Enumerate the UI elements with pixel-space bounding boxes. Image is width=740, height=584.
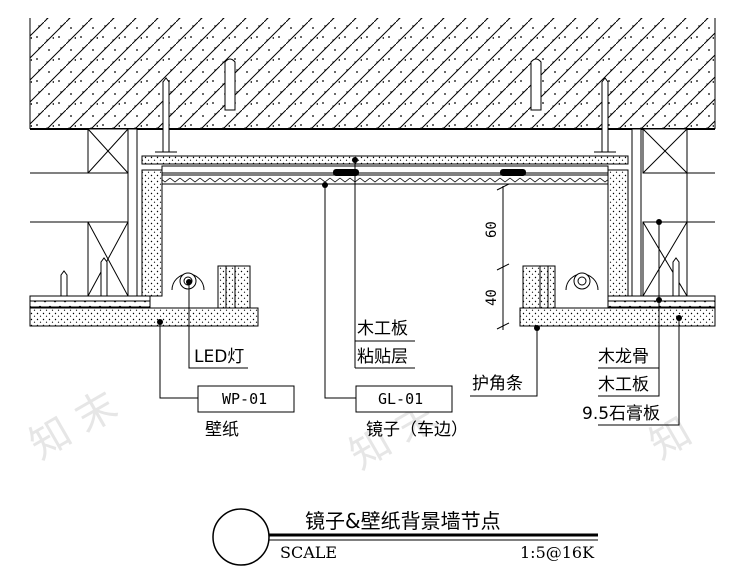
wallpaper-name: 壁纸 (205, 420, 239, 440)
watermark: 知 末 (22, 382, 125, 468)
scale-label: SCALE (280, 543, 337, 562)
concrete-slab (29, 18, 716, 130)
label-wood-board-right: 木工板 (598, 375, 649, 395)
label-led: LED灯 (194, 347, 244, 367)
left-wall-layers (29, 265, 259, 327)
label-wood-board: 木工板 (357, 319, 408, 339)
label-wood-keel: 木龙骨 (598, 347, 649, 367)
scale-value: 1:5@16K (520, 543, 595, 562)
niche-box (127, 128, 642, 297)
mirror-pad (333, 169, 526, 176)
right-wall-layers (519, 265, 716, 327)
right-wood-keel (642, 128, 715, 297)
label-gypsum: 9.5石膏板 (582, 403, 660, 424)
left-wood-keel (30, 128, 129, 297)
mirror-name: 镜子（车边） (366, 420, 468, 440)
mirror-code: GL-01 (378, 390, 423, 408)
label-adhesive-layer: 粘贴层 (357, 347, 408, 367)
mirror-tag: GL-01 镜子（车边） (355, 385, 468, 440)
title-block: 镜子&壁纸背景墙节点 SCALE 1:5@16K (212, 508, 598, 566)
title: 镜子&壁纸背景墙节点 (305, 509, 501, 533)
dimension-upper: 60 (484, 221, 500, 238)
wallpaper-tag: WP-01 壁纸 (197, 385, 295, 440)
dimension-line (496, 183, 510, 330)
anchor-plug (224, 58, 542, 111)
dimension-lower: 40 (484, 289, 500, 306)
label-corner-guard: 护角条 (472, 374, 523, 394)
leader-lines (159, 160, 680, 426)
leader-dots (157, 157, 682, 331)
wallpaper-code: WP-01 (222, 390, 267, 408)
